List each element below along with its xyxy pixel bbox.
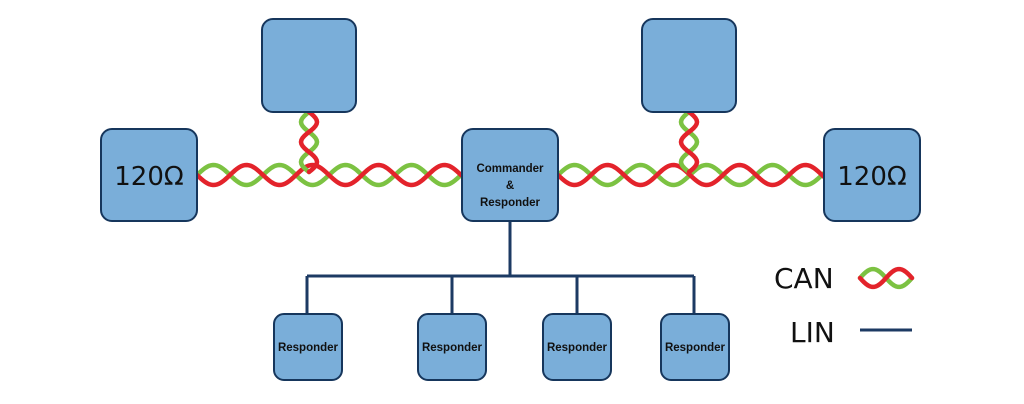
can-node-top-left (261, 18, 357, 113)
can-bus (194, 109, 827, 188)
terminator-right-label: 120Ω (837, 162, 907, 192)
legend-can-label: CAN (774, 262, 834, 295)
lin-responder-2-label: Responder (422, 342, 483, 354)
legend-can-red (857, 266, 915, 290)
nodes (100, 18, 921, 381)
terminator-left-label: 120Ω (114, 162, 184, 192)
can-drop-right-green (678, 109, 700, 175)
center-node-line-2: & (506, 180, 514, 192)
lin-responder-4-label: Responder (665, 342, 726, 354)
center-node-line-1: Commander (476, 163, 544, 175)
can-segment-right-red (555, 162, 827, 188)
can-drop-left-red (298, 109, 320, 175)
terminator-right (823, 128, 921, 222)
legend: CAN LIN (774, 262, 915, 349)
can-drop-right-red (678, 109, 700, 175)
can-drop-left-green (298, 109, 320, 175)
lin-responder-2 (417, 313, 487, 381)
lin-bus (305, 222, 696, 314)
commander-responder-node (461, 128, 559, 222)
lin-responder-3 (542, 313, 612, 381)
lin-responder-1 (273, 313, 343, 381)
legend-can-swatch (857, 266, 915, 290)
lin-responder-3-label: Responder (547, 342, 608, 354)
can-segment-left-red (194, 162, 464, 188)
can-node-top-right (641, 18, 737, 113)
lin-responder-4 (660, 313, 730, 381)
legend-lin-label: LIN (790, 316, 835, 349)
lin-responder-1-label: Responder (278, 342, 339, 354)
center-node-line-3: Responder (480, 197, 541, 209)
terminator-left (100, 128, 198, 222)
